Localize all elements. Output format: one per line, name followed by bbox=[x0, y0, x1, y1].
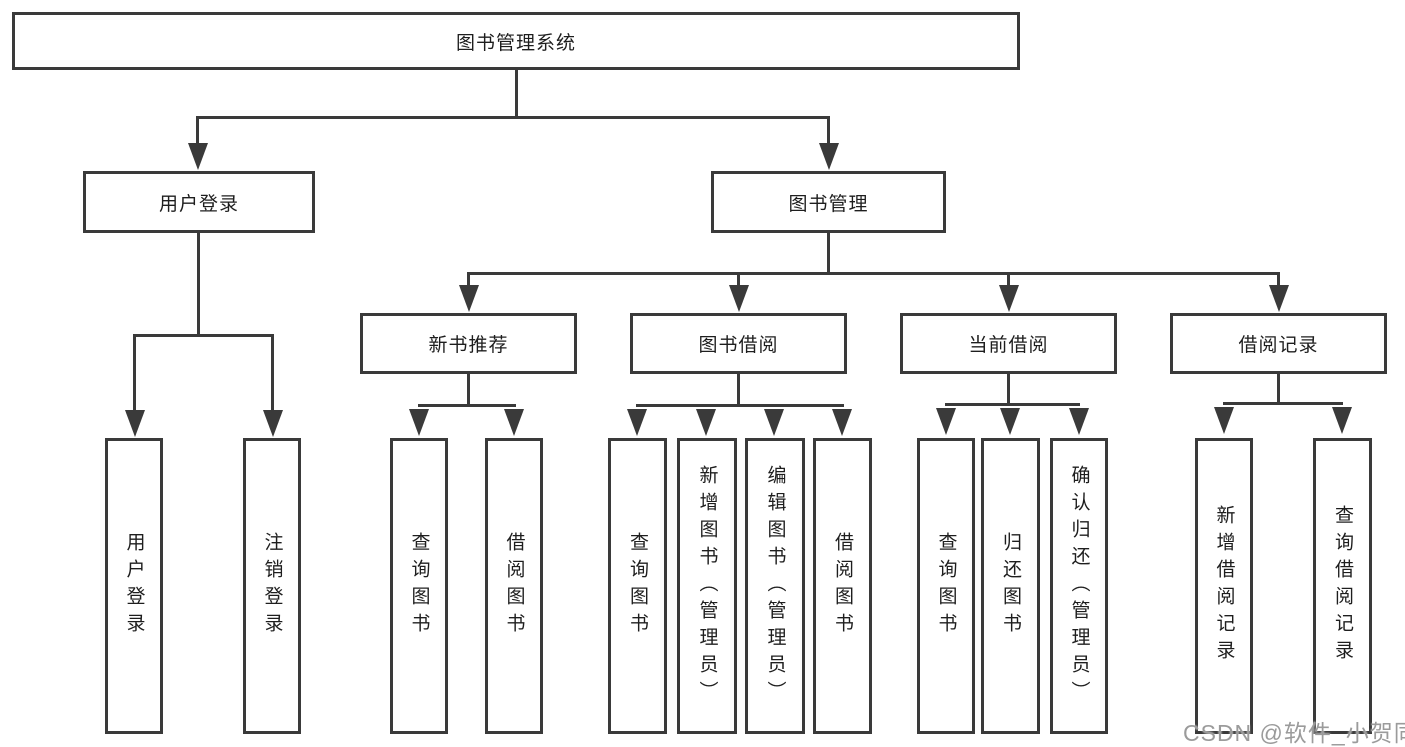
node-new-book-recommend-label: 新书推荐 bbox=[428, 335, 509, 356]
node-root: 图书管理系统 bbox=[12, 12, 1020, 70]
node-current-borrow-label: 当前借阅 bbox=[968, 335, 1049, 356]
connector-book-borrow-drop bbox=[737, 374, 740, 407]
connector-new-book-branch bbox=[418, 404, 516, 407]
connector-borrow-records-drop bbox=[1277, 374, 1280, 405]
arrow-down-icon bbox=[832, 409, 852, 436]
connector-root-drop bbox=[515, 70, 518, 117]
node-book-borrow: 图书借阅 bbox=[630, 313, 847, 374]
arrow-down-icon bbox=[263, 410, 283, 437]
node-book-management-label: 图书管理 bbox=[788, 193, 869, 215]
node-borrow-records: 借阅记录 bbox=[1170, 313, 1387, 374]
arrow-down-icon bbox=[819, 143, 839, 170]
arrow-down-icon bbox=[459, 285, 479, 312]
leaf-add-books-admin-label: 新增图书（管理员） bbox=[696, 464, 718, 708]
leaf-edit-books-admin: 编辑图书（管理员） bbox=[745, 438, 805, 734]
leaf-add-books-admin: 新增图书（管理员） bbox=[677, 438, 737, 734]
node-user-login: 用户登录 bbox=[83, 171, 315, 233]
node-new-book-recommend: 新书推荐 bbox=[360, 313, 577, 374]
arrow-down-icon bbox=[999, 285, 1019, 312]
arrow-down-icon bbox=[696, 409, 716, 436]
arrow-down-icon bbox=[1214, 407, 1234, 434]
connector-stub-book-borrow bbox=[737, 275, 740, 286]
arrow-down-icon bbox=[1332, 407, 1352, 434]
arrow-down-icon bbox=[504, 409, 524, 436]
csdn-watermark: CSDN @软件_小贺同学 bbox=[1183, 720, 1405, 746]
node-current-borrow: 当前借阅 bbox=[900, 313, 1117, 374]
connector-stub-logout bbox=[271, 337, 274, 411]
arrow-down-icon bbox=[729, 285, 749, 312]
node-root-label: 图书管理系统 bbox=[455, 32, 576, 54]
leaf-query-books-recommend: 查询图书 bbox=[390, 438, 448, 734]
node-book-management: 图书管理 bbox=[711, 171, 946, 233]
leaf-logout: 注销登录 bbox=[243, 438, 301, 734]
leaf-query-books-current-label: 查询图书 bbox=[935, 532, 957, 640]
connector-current-borrow-drop bbox=[1007, 374, 1010, 406]
connector-user-login-branch bbox=[133, 334, 274, 337]
leaf-return-books: 归还图书 bbox=[981, 438, 1040, 734]
connector-new-book-drop bbox=[467, 374, 470, 407]
leaf-borrow-books: 借阅图书 bbox=[813, 438, 872, 734]
arrow-down-icon bbox=[125, 410, 145, 437]
arrow-down-icon bbox=[936, 408, 956, 435]
leaf-query-books-borrow: 查询图书 bbox=[608, 438, 667, 734]
leaf-return-books-label: 归还图书 bbox=[1000, 532, 1021, 640]
node-book-borrow-label: 图书借阅 bbox=[698, 335, 779, 356]
connector-borrow-records-branch bbox=[1223, 402, 1343, 405]
leaf-query-borrow-record: 查询借阅记录 bbox=[1313, 438, 1372, 734]
connector-stub-borrow-records bbox=[1277, 275, 1280, 286]
connector-stub-book-management bbox=[827, 119, 830, 145]
connector-stub-current-borrow bbox=[1007, 275, 1010, 286]
connector-user-login-drop bbox=[197, 233, 200, 336]
arrow-down-icon bbox=[627, 409, 647, 436]
leaf-add-borrow-record-label: 新增借阅记录 bbox=[1213, 505, 1235, 667]
node-user-login-label: 用户登录 bbox=[158, 193, 239, 215]
leaf-query-books-current: 查询图书 bbox=[917, 438, 975, 734]
leaf-borrow-books-recommend: 借阅图书 bbox=[485, 438, 543, 734]
node-borrow-records-label: 借阅记录 bbox=[1238, 335, 1319, 356]
leaf-query-borrow-record-label: 查询借阅记录 bbox=[1332, 505, 1353, 667]
arrow-down-icon bbox=[1000, 408, 1020, 435]
arrow-down-icon bbox=[1269, 285, 1289, 312]
connector-stub-user-login bbox=[196, 119, 199, 145]
arrow-down-icon bbox=[409, 409, 429, 436]
arrow-down-icon bbox=[764, 409, 784, 436]
leaf-query-books-recommend-label: 查询图书 bbox=[408, 532, 430, 640]
leaf-user-login-label: 用户登录 bbox=[123, 532, 145, 640]
connector-stub-new-book bbox=[467, 275, 470, 286]
leaf-query-books-borrow-label: 查询图书 bbox=[627, 532, 648, 640]
leaf-borrow-books-recommend-label: 借阅图书 bbox=[503, 532, 525, 640]
connector-level3-branch bbox=[467, 272, 1280, 275]
arrow-down-icon bbox=[1069, 408, 1089, 435]
leaf-confirm-return-admin: 确认归还（管理员） bbox=[1050, 438, 1108, 734]
leaf-add-borrow-record: 新增借阅记录 bbox=[1195, 438, 1253, 734]
connector-book-borrow-branch bbox=[636, 404, 844, 407]
arrow-down-icon bbox=[188, 143, 208, 170]
connector-stub-user-login-leaf bbox=[133, 337, 136, 411]
connector-level2-branch bbox=[196, 116, 830, 119]
connector-book-management-drop bbox=[827, 233, 830, 275]
leaf-confirm-return-admin-label: 确认归还（管理员） bbox=[1068, 464, 1090, 708]
leaf-logout-label: 注销登录 bbox=[261, 532, 283, 640]
leaf-user-login: 用户登录 bbox=[105, 438, 163, 734]
leaf-edit-books-admin-label: 编辑图书（管理员） bbox=[764, 464, 786, 708]
connector-current-borrow-branch bbox=[945, 403, 1080, 406]
leaf-borrow-books-label: 借阅图书 bbox=[832, 532, 853, 640]
